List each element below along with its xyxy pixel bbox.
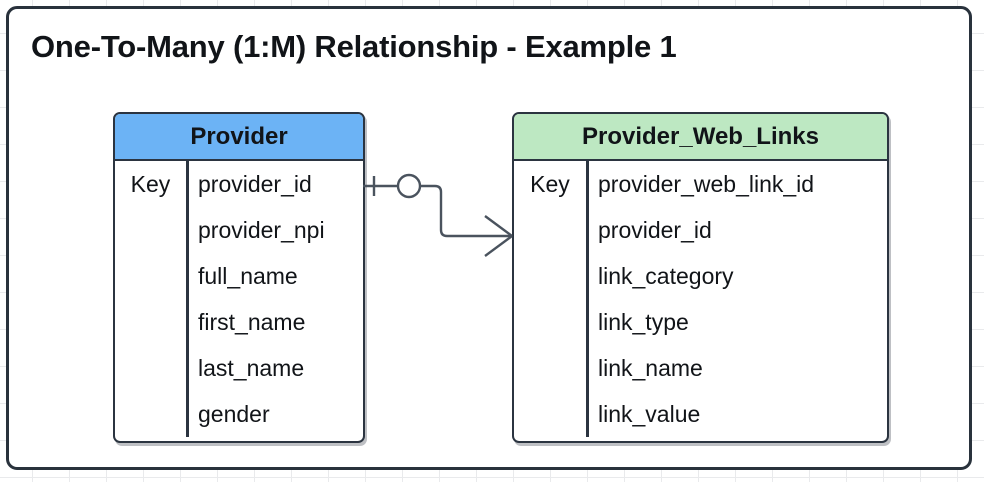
entity-header-provider: Provider <box>115 114 363 161</box>
table-row[interactable]: Key provider_id <box>115 161 363 207</box>
table-row[interactable]: last_name <box>115 345 363 391</box>
relationship-connector[interactable] <box>349 159 529 269</box>
crows-foot-lower-icon <box>484 235 513 257</box>
field-name: provider_id <box>198 170 312 197</box>
field-name: link_category <box>598 262 734 289</box>
table-row[interactable]: provider_npi <box>115 207 363 253</box>
table-row[interactable]: link_category <box>514 253 887 299</box>
field-key-flag: Key <box>530 170 570 197</box>
field-name: last_name <box>198 354 305 381</box>
table-row[interactable]: first_name <box>115 299 363 345</box>
page-title: One-To-Many (1:M) Relationship - Example… <box>31 29 677 64</box>
field-name: provider_web_link_id <box>598 170 815 197</box>
crows-foot-upper-icon <box>484 215 513 237</box>
table-row[interactable]: link_type <box>514 299 887 345</box>
field-name: link_value <box>598 400 701 427</box>
field-name: gender <box>198 400 270 427</box>
table-row[interactable]: Key provider_web_link_id <box>514 161 887 207</box>
field-name: full_name <box>198 262 298 289</box>
entity-table-provider-web-links[interactable]: Provider_Web_Links Key provider_web_link… <box>512 112 889 443</box>
table-row[interactable]: link_name <box>514 345 887 391</box>
field-name: provider_npi <box>198 216 325 243</box>
entity-body-provider-web-links: Key provider_web_link_id provider_id lin… <box>514 161 887 437</box>
table-row[interactable]: provider_id <box>514 207 887 253</box>
entity-table-provider[interactable]: Provider Key provider_id provider_npi fu… <box>113 112 365 443</box>
column-divider <box>586 161 589 437</box>
entity-header-provider-web-links: Provider_Web_Links <box>514 114 887 161</box>
field-name: link_name <box>598 354 703 381</box>
field-name: link_type <box>598 308 689 335</box>
table-row[interactable]: link_value <box>514 391 887 437</box>
entity-body-provider: Key provider_id provider_npi full_name f… <box>115 161 363 437</box>
one-and-only-one-circle-icon <box>396 173 422 199</box>
column-divider <box>186 161 189 437</box>
field-key-flag: Key <box>130 170 171 197</box>
table-row[interactable]: full_name <box>115 253 363 299</box>
connector-line-step <box>420 184 512 238</box>
field-name: provider_id <box>598 216 712 243</box>
table-row[interactable]: gender <box>115 391 363 437</box>
field-name: first_name <box>198 308 306 335</box>
diagram-frame: One-To-Many (1:M) Relationship - Example… <box>6 6 972 470</box>
